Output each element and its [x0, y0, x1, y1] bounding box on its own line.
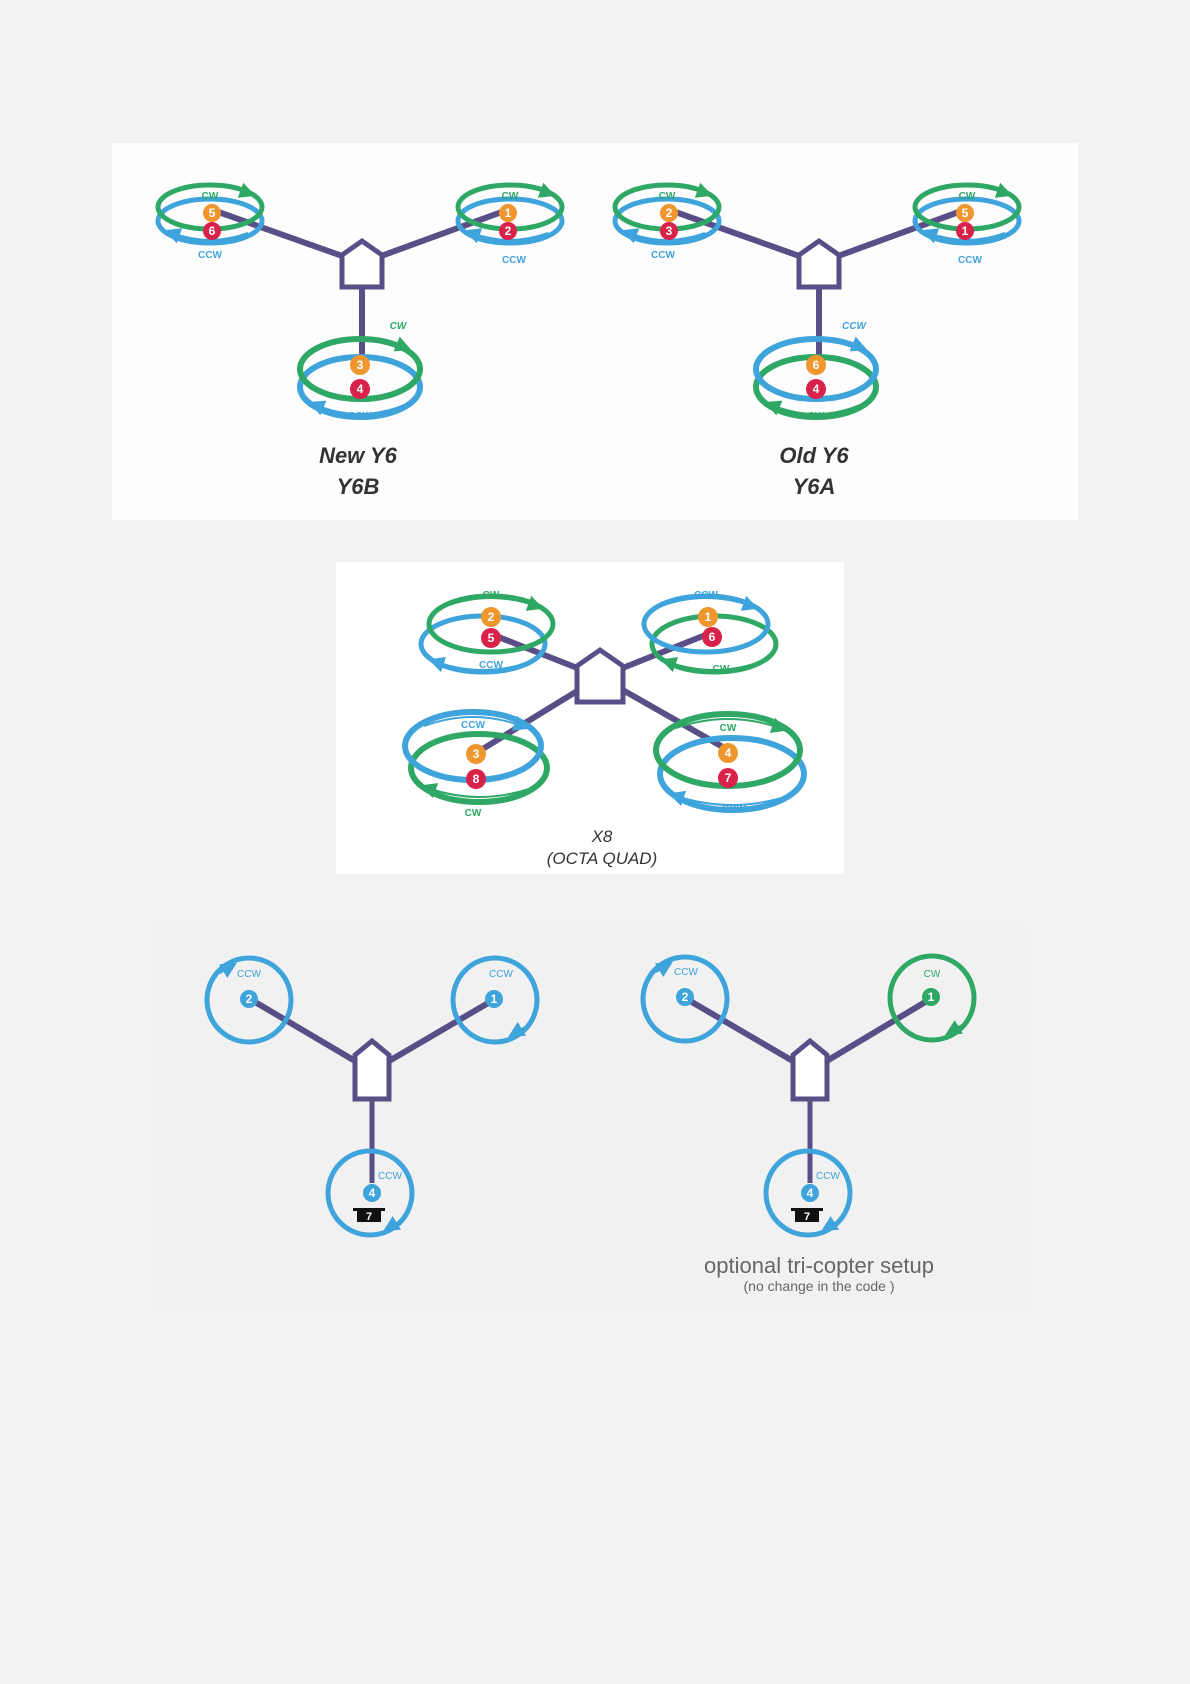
x8-diagram: CW CCW 2 5 CCW CW 1 6 CCW CW 3 8 CW C — [336, 562, 844, 874]
new-y6-left-rotor: CW CCW 5 6 — [158, 185, 262, 261]
new-y6-tail-cw-label: CW — [390, 321, 408, 332]
new-y6-right-bottom-number: 2 — [505, 224, 512, 238]
x8-front-left-rotor: CW CCW 2 5 — [421, 590, 553, 672]
old-y6-title: Old Y6 — [779, 443, 849, 468]
x8-title: X8 — [591, 827, 613, 846]
new-y6-right-ccw-label: CCW — [502, 255, 526, 266]
old-y6-right-bottom-number: 1 — [962, 224, 969, 238]
x8-configuration-panel: CW CCW 2 5 CCW CW 1 6 CCW CW 3 8 CW C — [336, 562, 844, 874]
x8-front-right-bottom-number: 6 — [709, 630, 716, 644]
new-y6-tail-top-number: 3 — [357, 358, 364, 372]
new-y6-subtitle: Y6B — [337, 474, 380, 499]
tri-optional-frame — [685, 998, 932, 1183]
tri-optional-right-label: CW — [924, 969, 941, 980]
x8-front-right-top-number: 1 — [705, 610, 712, 624]
old-y6-left-top-number: 2 — [666, 206, 673, 220]
new-y6-right-rotor: CW CCW 1 2 — [458, 185, 562, 266]
x8-rear-right-top-number: 4 — [725, 746, 732, 760]
x8-front-left-lower-label: CCW — [479, 660, 503, 671]
old-y6-right-ccw-label: CCW — [958, 255, 982, 266]
old-y6-right-top-number: 5 — [962, 206, 969, 220]
x8-front-right-rotor: CCW CW 1 6 — [644, 590, 776, 675]
x8-front-right-lower-label: CW — [713, 664, 730, 675]
x8-front-left-bottom-number: 5 — [488, 631, 495, 645]
new-y6-right-top-number: 1 — [505, 206, 512, 220]
tri-standard-tail-label: CCW — [378, 1171, 402, 1182]
tri-standard-right-label: CCW — [489, 969, 513, 980]
x8-front-right-upper-label: CCW — [694, 590, 718, 601]
x8-front-left-upper-label: CW — [483, 590, 500, 601]
new-y6-tail-rotor: CW CCW 3 4 — [300, 321, 420, 422]
tri-optional-note: (no change in the code ) — [744, 1278, 895, 1294]
tri-optional-tail-label: CCW — [816, 1171, 840, 1182]
tri-standard-left-rotor: CCW 2 — [207, 958, 291, 1042]
old-y6-left-cw-label: CW — [659, 191, 676, 202]
x8-rear-left-lower-label: CW — [465, 808, 482, 819]
tri-optional-tail-motor: 4 — [807, 1186, 814, 1200]
new-y6-left-top-number: 5 — [209, 206, 216, 220]
x8-rear-right-bottom-number: 7 — [725, 771, 732, 785]
tricopter-configurations-panel: CCW 2 CCW 1 CCW 4 7 CCW 2 CW 1 — [150, 925, 1030, 1310]
tri-standard-tail-motor: 4 — [369, 1186, 376, 1200]
old-y6-tail-bottom-number: 4 — [813, 382, 820, 396]
tri-optional-right-rotor: CW 1 — [890, 956, 974, 1040]
old-y6-tail-ccw-label: CCW — [842, 321, 867, 332]
old-y6-left-bottom-number: 3 — [666, 224, 673, 238]
tri-optional-left-motor: 2 — [682, 990, 689, 1004]
y6-diagram: CW CCW 5 6 CW CCW 1 2 CW CCW 3 4 New Y6 … — [112, 143, 1078, 520]
x8-rear-left-upper-label: CCW — [461, 720, 485, 731]
old-y6-left-rotor: CW CCW 2 3 — [615, 185, 719, 261]
old-y6-right-rotor: CW CCW 5 1 — [915, 185, 1019, 266]
x8-rear-left-top-number: 3 — [473, 747, 480, 761]
new-y6-tail-bottom-number: 4 — [357, 382, 364, 396]
new-y6-left-ccw-label: CCW — [198, 250, 222, 261]
tri-optional-servo-number: 7 — [804, 1211, 810, 1223]
old-y6-tail-rotor: CCW CW 6 4 — [756, 321, 876, 422]
x8-front-left-top-number: 2 — [488, 610, 495, 624]
old-y6-tail-top-number: 6 — [813, 358, 820, 372]
new-y6-title: New Y6 — [319, 443, 398, 468]
x8-subtitle: (OCTA QUAD) — [547, 849, 658, 868]
x8-rear-right-rotor: CW CCW 4 7 — [656, 714, 804, 815]
tri-standard-servo-number: 7 — [366, 1211, 372, 1223]
tri-standard-right-motor: 1 — [491, 992, 498, 1006]
old-y6-left-ccw-label: CCW — [651, 250, 675, 261]
x8-rear-right-lower-label: CCW — [722, 804, 746, 815]
old-y6-right-cw-label: CW — [959, 191, 976, 202]
tricopter-diagram: CCW 2 CCW 1 CCW 4 7 CCW 2 CW 1 — [150, 925, 1030, 1310]
tri-standard-left-label: CCW — [237, 969, 261, 980]
tri-standard-frame — [250, 999, 495, 1183]
tri-optional-right-motor: 1 — [928, 990, 935, 1004]
x8-rear-right-upper-label: CW — [720, 723, 737, 734]
y6-configurations-panel: CW CCW 5 6 CW CCW 1 2 CW CCW 3 4 New Y6 … — [112, 143, 1078, 520]
tri-standard-right-rotor: CCW 1 — [453, 958, 537, 1042]
new-y6-left-cw-label: CW — [202, 191, 219, 202]
new-y6-tail-ccw-label: CCW — [348, 411, 372, 422]
tri-optional-left-label: CCW — [674, 967, 698, 978]
new-y6-left-bottom-number: 6 — [209, 224, 216, 238]
tri-standard-left-motor: 2 — [246, 992, 253, 1006]
tri-optional-left-rotor: CCW 2 — [643, 957, 727, 1041]
old-y6-subtitle: Y6A — [793, 474, 836, 499]
new-y6-right-cw-label: CW — [502, 191, 519, 202]
x8-rear-left-bottom-number: 8 — [473, 772, 480, 786]
tri-optional-caption: optional tri-copter setup — [704, 1253, 934, 1278]
x8-rear-left-rotor: CCW CW 3 8 — [405, 712, 547, 819]
old-y6-tail-cw-label: CW — [808, 411, 825, 422]
